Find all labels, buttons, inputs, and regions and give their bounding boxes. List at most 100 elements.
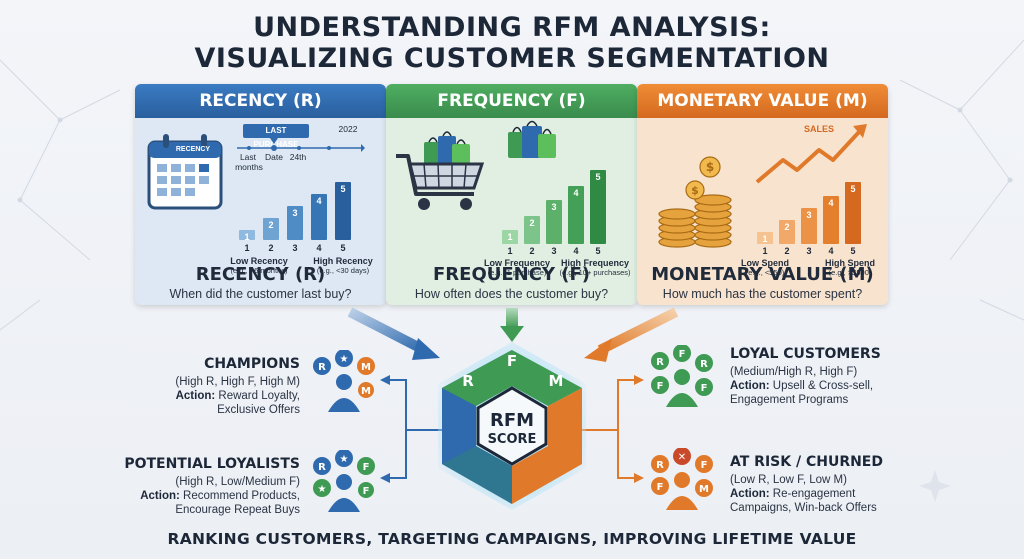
recency-bar-4: 4 — [311, 194, 327, 240]
at-risk-title: AT RISK / CHURNED — [730, 454, 883, 470]
at-risk-action-label: Action: — [730, 488, 770, 500]
champions-action-line2: Exclusive Offers — [217, 404, 300, 416]
monetary-bar-2: 2 — [779, 220, 795, 244]
frequency-high-label: High Frequency — [560, 258, 629, 268]
frequency-bar-chart: 1 2 3 4 5 — [502, 170, 622, 244]
svg-text:★: ★ — [340, 454, 349, 465]
monetary-bar-1: 1 — [757, 232, 773, 244]
recency-bar-5: 5 — [335, 182, 351, 240]
svg-text:F: F — [701, 460, 708, 471]
recency-question: When did the customer last buy? — [169, 287, 352, 301]
recency-subtitle: RECENCY (R) — [195, 264, 326, 285]
hex-r-letter: R — [462, 372, 474, 390]
frequency-panel-header: FREQUENCY (F) — [386, 84, 637, 118]
recency-bar-3: 3 — [287, 206, 303, 240]
champions-group-icon: R ★ M M — [313, 350, 375, 412]
timeline-24th: 24th — [289, 152, 307, 162]
svg-text:✕: ✕ — [678, 452, 686, 463]
svg-text:R: R — [656, 460, 664, 471]
loyal-customers-action-line2: Engagement Programs — [730, 394, 849, 406]
rfm-center-line1: RFM — [489, 410, 535, 431]
frequency-num-2: 2 — [529, 246, 535, 256]
champions-action-label: Action: — [175, 390, 216, 402]
svg-text:F: F — [657, 482, 664, 493]
recency-panel: RECENCY (R) RECENCY LAST PURCHASE 2022 L… — [135, 84, 386, 305]
timeline-months: months — [235, 162, 263, 172]
at-risk-action-text: Re-engagement — [769, 488, 856, 500]
frequency-low-example: (e.g., 1 purchase) — [487, 268, 547, 277]
monetary-high-example: (e.g., >$500) — [828, 268, 872, 277]
monetary-question: How much has the customer spent? — [662, 287, 863, 301]
frequency-question: How often does the customer buy? — [414, 287, 609, 301]
shopping-cart-icon — [396, 131, 485, 210]
timeline-date: Date — [265, 152, 283, 162]
svg-text:$: $ — [691, 184, 699, 197]
sales-label: SALES — [803, 124, 834, 134]
loyal-customers-action-text: Upsell & Cross-sell, — [769, 380, 874, 392]
footer-tagline: RANKING CUSTOMERS, TARGETING CAMPAIGNS, … — [167, 530, 857, 548]
calendar-label: RECENCY — [175, 146, 211, 153]
svg-text:★: ★ — [340, 354, 349, 365]
monetary-bar-5: 5 — [845, 182, 861, 244]
calendar-icon — [147, 134, 223, 210]
svg-text:M: M — [361, 362, 371, 373]
timeline-line — [237, 138, 365, 152]
at-risk-action: Action: Re-engagement — [730, 487, 855, 501]
monetary-num-4: 4 — [828, 246, 834, 256]
potential-loyalists-criteria: (High R, Low/Medium F) — [175, 476, 300, 488]
potential-loyalists-action-label: Action: — [140, 490, 180, 502]
last-purchase-tag: LAST PURCHASE — [243, 124, 309, 149]
frequency-bar-5: 5 — [590, 170, 606, 244]
potential-loyalists-group-icon: R ★ F ★ F — [313, 450, 375, 512]
frequency-num-3: 3 — [551, 246, 557, 256]
timeline-last: Last — [239, 152, 257, 162]
frequency-bar-3: 3 — [546, 200, 562, 244]
rfm-center-line2: SCORE — [487, 432, 537, 447]
champions-title: CHAMPIONS — [204, 356, 300, 372]
hex-f-letter: F — [506, 352, 518, 370]
svg-text:★: ★ — [318, 484, 327, 495]
monetary-low-label: Low Spend — [741, 258, 789, 268]
recency-num-1: 1 — [244, 243, 250, 253]
rfm-hexagon — [438, 342, 586, 510]
frequency-high-example: (e.g., 10+ purchases) — [559, 268, 631, 277]
svg-text:M: M — [699, 484, 709, 495]
page-title-line2: VISUALIZING CUSTOMER SEGMENTATION — [194, 43, 830, 74]
monetary-bar-chart: 1 2 3 4 5 — [757, 182, 877, 244]
svg-text:R: R — [318, 362, 326, 373]
trend-arrow-icon — [755, 124, 867, 184]
potential-loyalists-title: POTENTIAL LOYALISTS — [124, 456, 300, 472]
recency-bar-chart: 1 2 3 4 5 — [239, 180, 359, 242]
recency-num-4: 4 — [316, 243, 322, 253]
recency-high-example: (e.g., <30 days) — [316, 266, 370, 275]
monetary-num-2: 2 — [784, 246, 790, 256]
recency-high-label: High Recency — [313, 256, 373, 266]
at-risk-action-line2: Campaigns, Win-back Offers — [730, 502, 877, 514]
svg-text:F: F — [701, 383, 708, 394]
coins-icon: $ — [658, 180, 732, 248]
champions-action: Action: Reward Loyalty, — [176, 389, 300, 403]
svg-text:R: R — [700, 359, 708, 370]
frequency-panel: FREQUENCY (F) 1 2 3 4 5 1 2 — [386, 84, 637, 305]
recency-num-5: 5 — [340, 243, 346, 253]
svg-text:F: F — [363, 462, 370, 473]
frequency-num-4: 4 — [573, 246, 579, 256]
loyal-customers-action: Action: Upsell & Cross-sell, — [730, 379, 873, 393]
frequency-low-label: Low Frequency — [483, 258, 550, 268]
loyal-customers-title: LOYAL CUSTOMERS — [730, 346, 881, 362]
monetary-panel: MONETARY VALUE (M) $ $ SALES 1 2 3 4 5 — [637, 84, 888, 305]
frequency-subtitle: FREQUENCY (F) — [433, 264, 590, 285]
loyal-customers-action-label: Action: — [730, 380, 770, 392]
at-risk-criteria: (Low R, Low F, Low M) — [730, 474, 847, 486]
monetary-low-example: (e.g., <$50) — [745, 268, 785, 277]
frequency-num-1: 1 — [507, 246, 513, 256]
svg-text:R: R — [656, 357, 664, 368]
recency-panel-header: RECENCY (R) — [135, 84, 386, 118]
loyal-customers-group-icon: R F R F F — [651, 345, 713, 407]
monetary-panel-header: MONETARY VALUE (M) — [637, 84, 888, 118]
recency-low-example: (e.g., >6 months) — [230, 266, 288, 275]
monetary-num-5: 5 — [850, 246, 856, 256]
potential-loyalists-action-line2: Encourage Repeat Buys — [175, 504, 300, 516]
